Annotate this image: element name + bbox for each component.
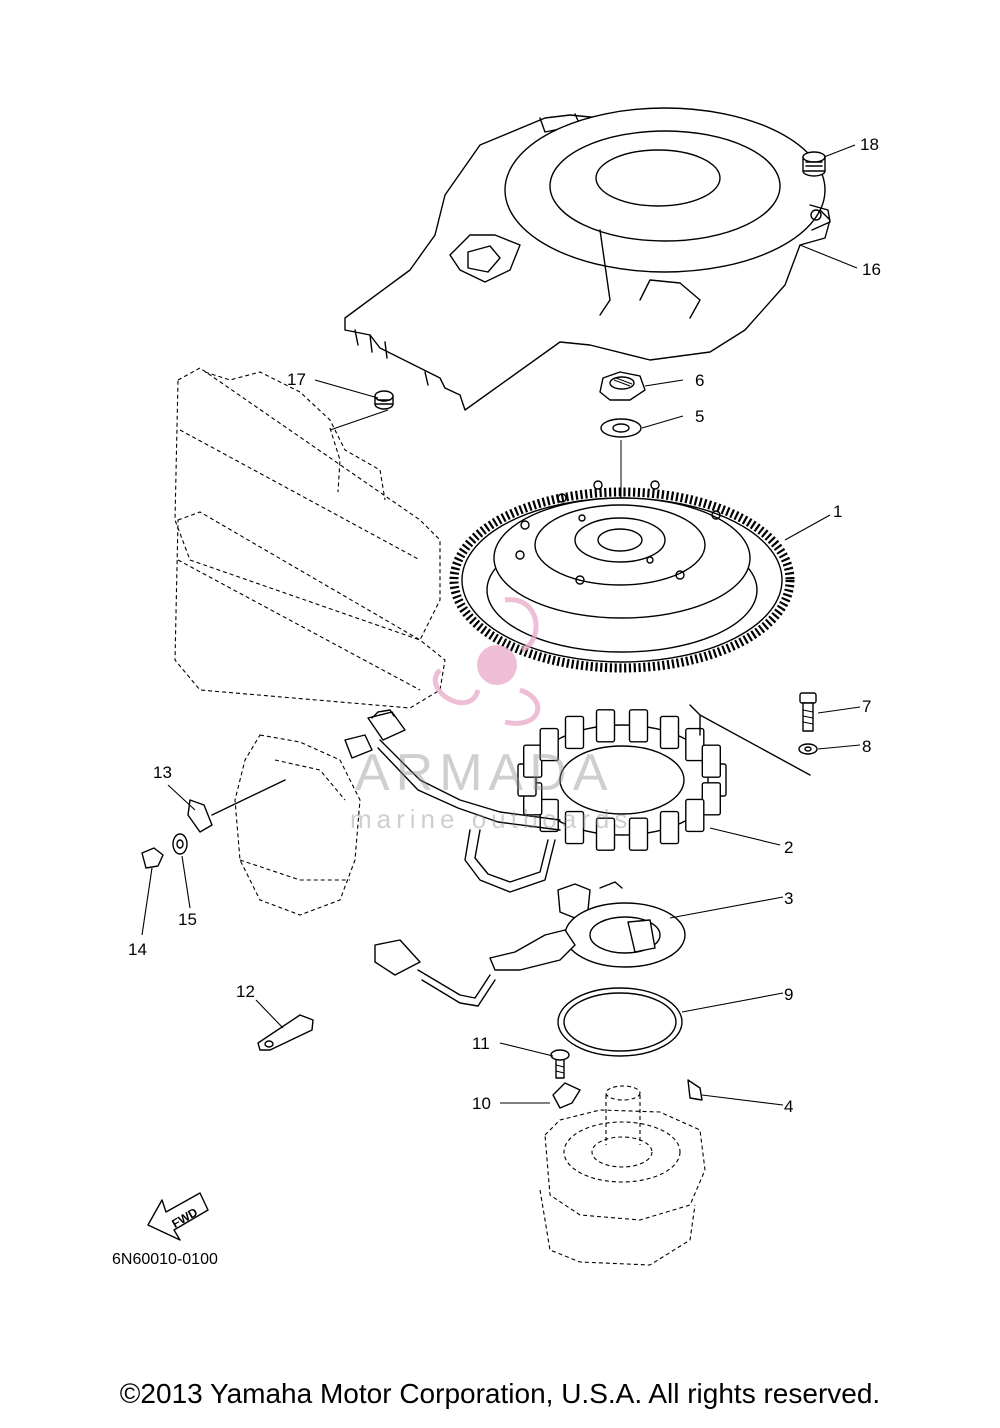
stator-tooth [628,709,649,743]
engine-block-outline [174,367,446,916]
callout-numbers: 1 2 3 4 5 6 7 8 9 10 11 12 13 14 15 16 1… [128,135,881,1116]
callout-10: 10 [472,1094,491,1113]
callout-1: 1 [833,502,842,521]
copyright-notice: ©2013 Yamaha Motor Corporation, U.S.A. A… [119,1378,881,1409]
callout-9: 9 [784,985,793,1004]
stator-tooth [564,715,585,750]
stator-tooth [628,817,649,851]
stator-tooth [685,727,705,762]
wire-harness [344,709,561,893]
callout-18: 18 [860,135,879,154]
grommet-18 [802,151,826,177]
washer-15 [172,833,188,855]
callout-12: 12 [236,982,255,1001]
stator-tooth [539,727,559,762]
stator-teeth [517,709,727,851]
callout-16: 16 [862,260,881,279]
fwd-arrow-icon: FWD [147,1192,209,1241]
snap-ring [557,987,683,1057]
bolt-14 [141,847,164,869]
stator-tooth [659,715,680,750]
leader-lines [141,144,861,1106]
pulser-coil [374,881,686,1007]
callout-15: 15 [178,910,197,929]
callout-7: 7 [862,697,871,716]
woodruff-key [687,1079,703,1101]
watermark-tagline: marine outboards [350,804,632,834]
stator-tooth [701,744,721,778]
callout-6: 6 [695,371,704,390]
callout-3: 3 [784,889,793,908]
flywheel-nut [599,371,646,401]
callout-17: 17 [287,370,306,389]
callout-14: 14 [128,940,147,959]
callout-8: 8 [862,737,871,756]
callout-4: 4 [784,1097,793,1116]
callout-11: 11 [472,1034,490,1053]
plate-12 [257,1014,314,1051]
stator-tooth [659,810,680,845]
bracket-13 [187,779,286,833]
watermark-logo: ARMADA marine outboards [350,597,632,834]
stator-tooth [595,817,616,851]
bolt-7 [799,692,817,732]
callout-13: 13 [153,763,172,782]
drawing-code: 6N60010-0100 [112,1251,218,1268]
washer-8 [798,743,818,755]
stator [517,704,811,851]
clamp-10 [552,1082,581,1109]
watermark-brand: ARMADA [355,744,613,802]
stator-tooth [701,782,721,816]
callout-5: 5 [695,407,704,426]
screw-11 [550,1049,570,1079]
washer-5 [600,418,642,438]
grommet-17 [374,390,394,410]
stator-tooth [595,709,616,743]
crankcase-outline [539,1085,706,1266]
callout-2: 2 [784,838,793,857]
flywheel-cover [344,107,831,411]
stator-tooth [685,798,705,833]
stator-tooth [564,810,585,845]
flywheel [449,480,795,673]
